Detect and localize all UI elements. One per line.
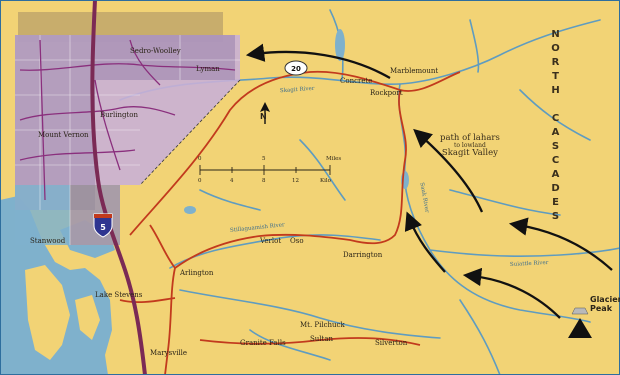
inset-dark-block xyxy=(95,35,235,80)
town-label: Concrete xyxy=(340,77,373,85)
inset-grid xyxy=(15,35,240,245)
lahar-arrow-icon xyxy=(413,128,484,213)
inset-roads xyxy=(19,39,236,201)
lake xyxy=(184,206,196,214)
glacier-peak-line1: Glacier xyxy=(590,295,620,304)
town-label: Lyman xyxy=(196,65,220,73)
town-label: Darrington xyxy=(343,251,383,259)
scale-km-0: 0 xyxy=(198,178,202,184)
scale-miles-0: 0 xyxy=(198,156,202,162)
stillaguamish-south-fork xyxy=(179,289,441,339)
creek xyxy=(459,299,501,375)
region-letter: A xyxy=(551,169,561,180)
lahar-label-line2: to lowland xyxy=(454,141,486,149)
town-label: Sultan xyxy=(310,335,334,343)
region-letter: A xyxy=(551,127,561,138)
glacier-peak-line2: Peak xyxy=(590,303,613,313)
region-letter: S xyxy=(551,211,561,222)
region-letter: H xyxy=(551,85,561,96)
town-label: Marysville xyxy=(150,349,188,357)
region-letter: R xyxy=(551,57,561,68)
north-arrow-letter: N xyxy=(260,112,267,121)
glacier-peak-label: Glacier Peak xyxy=(590,295,620,314)
town-label: Oso xyxy=(290,237,304,245)
island-land xyxy=(25,265,70,360)
island-land xyxy=(75,295,100,340)
highway-530 xyxy=(174,89,407,269)
creek xyxy=(449,189,561,216)
region-letter: D xyxy=(551,183,561,194)
lahar-arrow-icon xyxy=(508,217,613,271)
i5-number: 5 xyxy=(100,223,106,232)
sr-20-number: 20 xyxy=(291,65,301,73)
creek xyxy=(199,189,261,211)
region-letter: C xyxy=(551,155,561,166)
creek xyxy=(519,89,591,141)
sr-20-shield: 20 xyxy=(284,60,308,76)
town-label: Mount Vernon xyxy=(38,131,89,139)
town-label: Sedro-Woolley xyxy=(130,47,181,55)
creek xyxy=(469,19,480,73)
scale-bar xyxy=(199,165,331,175)
north-arrow-icon xyxy=(260,102,270,124)
lahar-path-label: path of lahars to lowland Skagit Valley xyxy=(440,134,500,157)
region-label-north-cascades: N O R T H C A S C A D E S xyxy=(549,30,563,222)
interstate-5-line xyxy=(90,0,147,375)
town-label: Granite Falls xyxy=(240,339,286,347)
region-letter: T xyxy=(552,71,560,82)
volcano-triangle-icon xyxy=(568,307,592,338)
town-label: Verlot xyxy=(260,237,282,245)
scale-km-12: 12 xyxy=(292,178,299,184)
scale-km-8: 8 xyxy=(262,178,266,184)
road xyxy=(119,297,176,303)
rivers xyxy=(119,9,620,375)
town-label: Marblemount xyxy=(390,67,439,75)
mountain-loop-road xyxy=(199,337,421,346)
scale-miles-unit: Miles xyxy=(326,156,342,162)
lahar-arrow-icon xyxy=(245,43,391,79)
highway-9 xyxy=(164,267,176,375)
stillaguamish-river-line xyxy=(169,234,381,269)
region-letter: O xyxy=(551,43,561,54)
town-label: Arlington xyxy=(180,269,214,277)
town-label: Burlington xyxy=(100,111,139,119)
region-letter xyxy=(549,100,563,110)
region-letter: N xyxy=(551,29,561,40)
lahar-arrows xyxy=(245,43,613,319)
lahar-arrow-icon xyxy=(404,211,446,273)
lake xyxy=(335,29,345,61)
scale-km-4: 4 xyxy=(230,178,234,184)
region-letter: E xyxy=(552,197,560,208)
region-letter: C xyxy=(551,113,561,124)
town-label: Stanwood xyxy=(30,237,66,245)
inset-dark-block xyxy=(15,35,95,210)
region-letter: S xyxy=(551,141,561,152)
lahar-arrow-icon xyxy=(462,267,561,319)
inset-water xyxy=(15,185,70,245)
road xyxy=(149,224,176,269)
town-label: Rockport xyxy=(370,89,403,97)
inset-dashed-edge xyxy=(139,79,241,186)
creek xyxy=(249,329,331,361)
scale-km-unit: Kilo xyxy=(320,178,331,184)
lahar-label-line3: Skagit Valley xyxy=(441,147,498,158)
interstate-5-shield: 5 xyxy=(93,213,113,238)
town-label: Silverton xyxy=(375,339,408,347)
lahar-label-line1: path of lahars xyxy=(440,133,500,143)
town-label: Lake Stevens xyxy=(95,291,143,299)
suiattle-river-line xyxy=(429,247,620,257)
scale-miles-5: 5 xyxy=(262,156,266,162)
town-label: Mt. Pilchuck xyxy=(300,321,345,329)
